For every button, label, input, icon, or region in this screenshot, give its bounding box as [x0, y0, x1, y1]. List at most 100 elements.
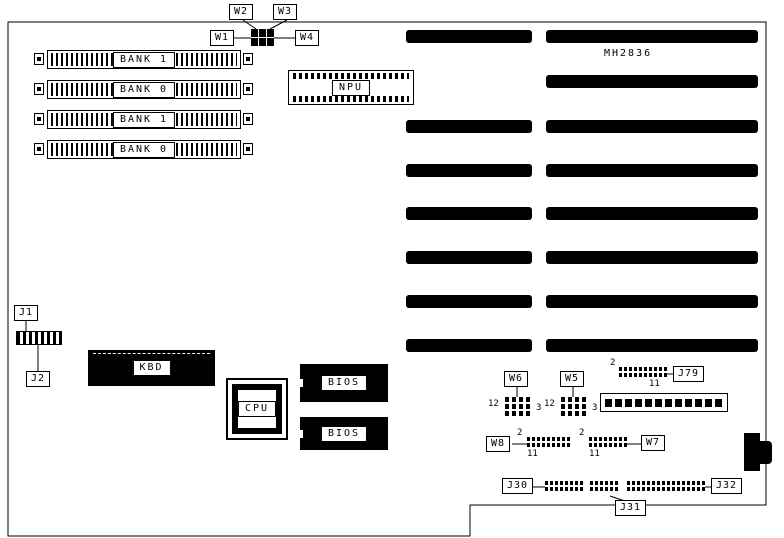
- npu-socket: NPU: [288, 70, 414, 105]
- pin-row: [505, 411, 530, 416]
- bios-chip-2: BIOS: [300, 417, 388, 450]
- simm-clip: [34, 53, 44, 65]
- w8-label: W8: [486, 436, 511, 452]
- j1-label: J1: [14, 305, 39, 321]
- bank-label: BANK 0: [112, 81, 176, 98]
- w7-pin-11: 11: [589, 449, 600, 459]
- pin-row: [561, 411, 586, 416]
- bank-label: BANK 1: [112, 111, 176, 128]
- cpu-label: CPU: [237, 401, 277, 417]
- expansion-slot: [546, 164, 758, 177]
- w2-label: W2: [229, 4, 254, 20]
- kbd-label: KBD: [132, 360, 171, 376]
- w1-label: W1: [210, 30, 235, 46]
- w8-pin-2: 2: [517, 428, 523, 438]
- w3-label: W3: [273, 4, 298, 20]
- w6-label: W6: [504, 371, 529, 387]
- expansion-slot: [406, 30, 532, 43]
- pin-row: [590, 481, 618, 485]
- simm-clip: [34, 143, 44, 155]
- simm-bank-0: BANK 0: [47, 80, 241, 99]
- pin-row: [527, 443, 570, 447]
- expansion-slot: [546, 120, 758, 133]
- din-connector: [744, 433, 760, 471]
- bios-label: BIOS: [320, 425, 368, 442]
- j79-pin-11: 11: [649, 379, 660, 389]
- expansion-slot: [546, 295, 758, 308]
- j79-header: [619, 367, 667, 377]
- chip-notch: [300, 379, 303, 387]
- pin-row: [627, 481, 705, 485]
- expansion-slot: [406, 207, 532, 220]
- simm-clip: [243, 143, 253, 155]
- jumper-pin: [259, 38, 266, 46]
- pin-row: [589, 443, 627, 447]
- expansion-slot: [546, 207, 758, 220]
- simm-bank-1b: BANK 1: [47, 110, 241, 129]
- pin-row: [627, 487, 705, 491]
- expansion-slot: [406, 339, 532, 352]
- expansion-slot: [406, 295, 532, 308]
- w5-pin-3: 3: [592, 403, 598, 413]
- simm-clip: [243, 83, 253, 95]
- simm-clip: [34, 113, 44, 125]
- expansion-slot: [406, 164, 532, 177]
- w7-pin-2: 2: [579, 428, 585, 438]
- expansion-slot: [406, 120, 532, 133]
- chip-notch: [93, 353, 210, 354]
- jumper-pin: [251, 29, 258, 37]
- j32-header: [627, 481, 705, 491]
- expansion-slot: [546, 30, 758, 43]
- w7-label: W7: [641, 435, 666, 451]
- pin-row: [561, 404, 586, 409]
- expansion-slot: [406, 251, 532, 264]
- pin-row: [545, 487, 583, 491]
- pin-row: [505, 404, 530, 409]
- pin-row: [589, 437, 627, 441]
- pin-row: [619, 367, 667, 371]
- socket-pins: [293, 73, 409, 79]
- bios-label: BIOS: [320, 375, 368, 391]
- simm-bank-1: BANK 1: [47, 50, 241, 69]
- w5-jumper-block: [561, 397, 586, 416]
- simm-clip: [243, 113, 253, 125]
- w4-label: W4: [295, 30, 320, 46]
- din-connector-tip: [760, 441, 772, 464]
- edge-connector: [600, 393, 728, 412]
- pin-row: [545, 481, 583, 485]
- jumper-pin: [267, 29, 274, 37]
- pin-row: [619, 373, 667, 377]
- w5-label: W5: [560, 371, 585, 387]
- npu-label: NPU: [331, 79, 371, 96]
- j1-j2-header: [16, 331, 62, 345]
- expansion-slot: [546, 339, 758, 352]
- jumper-pin: [267, 38, 274, 46]
- cpu-socket: CPU: [226, 378, 288, 440]
- jumper-pin: [259, 29, 266, 37]
- w1-w4-jumper-block: [251, 29, 274, 46]
- w8-pin-11: 11: [527, 449, 538, 459]
- pin-row: [527, 437, 570, 441]
- simm-bank-0b: BANK 0: [47, 140, 241, 159]
- j32-label: J32: [711, 478, 743, 494]
- pin-row: [590, 487, 618, 491]
- w5-pin-12: 12: [544, 399, 555, 409]
- bios-chip-1: BIOS: [300, 364, 388, 402]
- simm-clip: [243, 53, 253, 65]
- bank-label: BANK 0: [112, 141, 176, 158]
- j30-label: J30: [502, 478, 534, 494]
- w6-jumper-block: [505, 397, 530, 416]
- j30-header: [545, 481, 583, 491]
- expansion-slot: [546, 251, 758, 264]
- j31-label: J31: [615, 500, 647, 516]
- w6-pin-3: 3: [536, 403, 542, 413]
- pin-row: [561, 397, 586, 402]
- j2-label: J2: [26, 371, 51, 387]
- w6-pin-12: 12: [488, 399, 499, 409]
- pin-row: [505, 397, 530, 402]
- chip-notch: [300, 429, 303, 438]
- simm-clip: [34, 83, 44, 95]
- w8-header: [527, 437, 570, 447]
